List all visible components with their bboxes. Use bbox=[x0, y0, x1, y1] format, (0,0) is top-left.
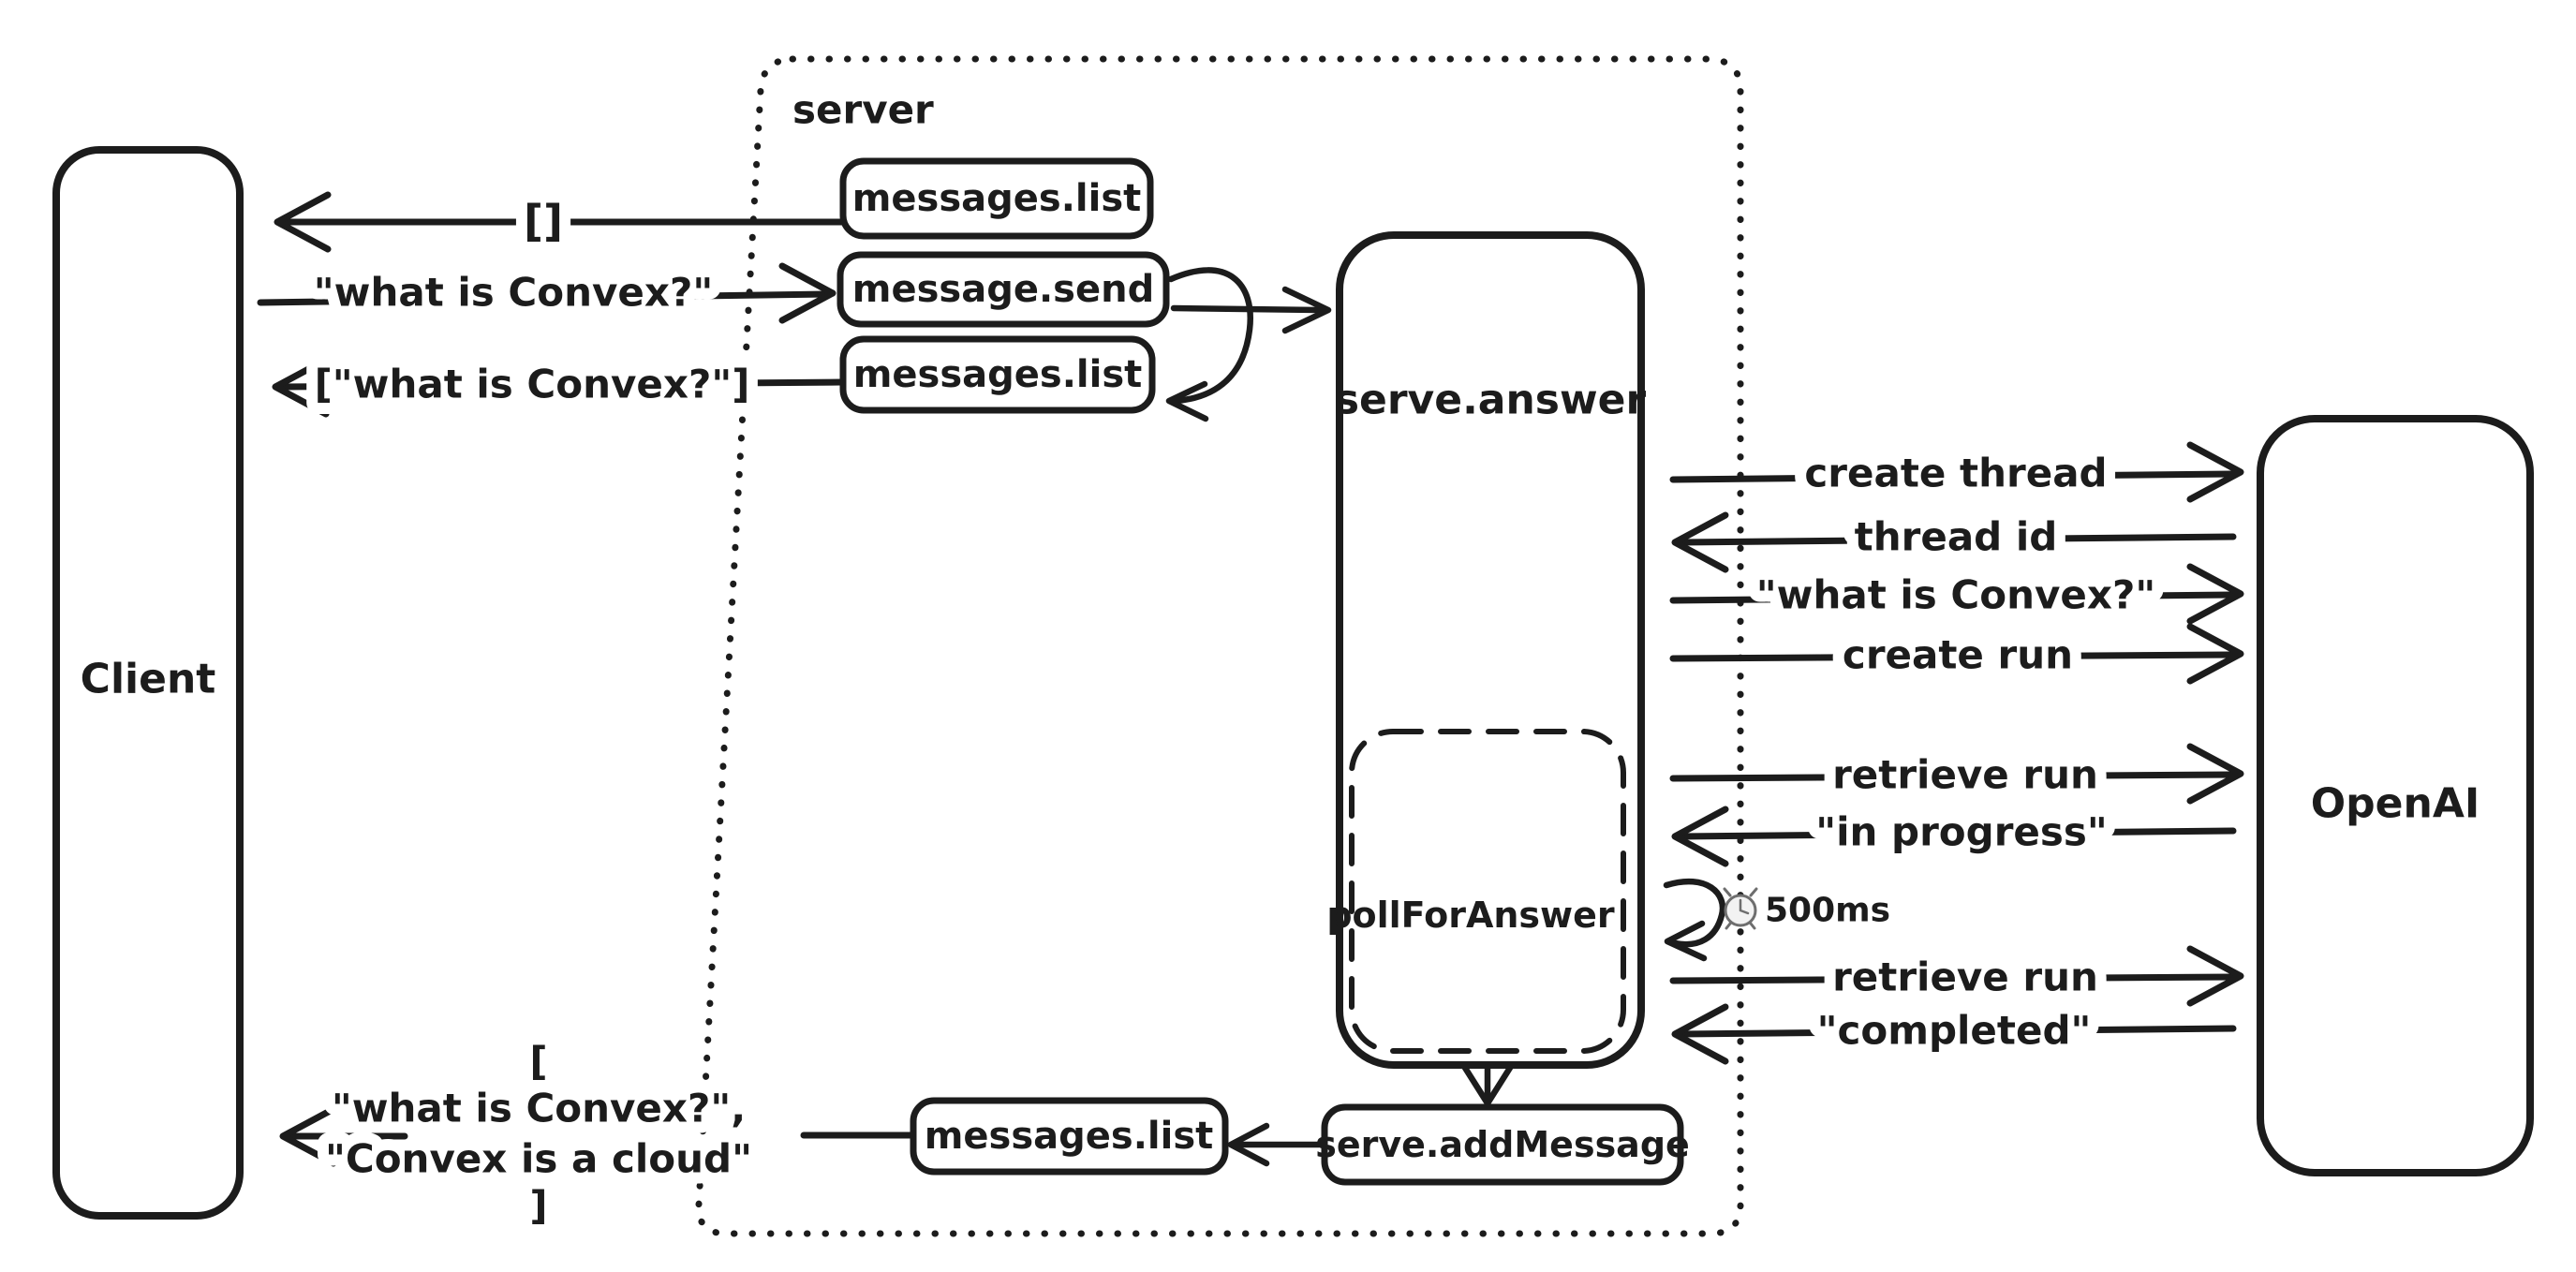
send-loop-curve bbox=[1167, 267, 1253, 405]
arrow-create-run-line bbox=[1669, 651, 2237, 662]
arrow-create-thread-line bbox=[1669, 470, 2237, 483]
arrow-left-head bbox=[1671, 1003, 1729, 1065]
arrow-right-head bbox=[2186, 945, 2244, 1007]
message-send-node: message.send bbox=[836, 251, 1170, 328]
poll-interval-label: 500ms bbox=[1765, 892, 1890, 930]
arrow-completed: "completed" bbox=[1671, 997, 2237, 1065]
arrow-in-progress: "in progress" bbox=[1671, 798, 2237, 867]
arrow-left-head bbox=[279, 1105, 337, 1167]
arrow-left-head bbox=[272, 356, 330, 418]
arrow-completed-label: "completed" bbox=[1817, 1008, 2092, 1054]
arrow-answer-to-add-message bbox=[1461, 1064, 1514, 1107]
messages-list-top-label: messages.list bbox=[852, 177, 1142, 220]
arrow-left-head bbox=[1671, 806, 1729, 867]
arrow-right-head bbox=[2186, 563, 2244, 625]
arrow-thread-id-label: thread id bbox=[1855, 514, 2058, 560]
arrow-create-run: create run bbox=[1669, 621, 2244, 689]
arrow-left-head bbox=[1227, 1122, 1270, 1167]
arrow-left-head bbox=[1671, 511, 1729, 573]
client-label: Client bbox=[81, 656, 216, 703]
client-box bbox=[52, 146, 244, 1220]
arrow-left-head bbox=[1664, 920, 1708, 962]
arrow-left-head bbox=[1165, 380, 1209, 422]
schedule-line bbox=[1170, 304, 1325, 314]
final-list-close-bracket: ] bbox=[529, 1183, 547, 1229]
arrow-schedule-serve-answer bbox=[1170, 286, 1332, 334]
server-group: server bbox=[695, 55, 1744, 1237]
arrow-user-question-line bbox=[257, 290, 831, 306]
alarm-clock-feet bbox=[1725, 922, 1756, 930]
arrow-create-thread: create thread bbox=[1669, 439, 2244, 508]
message-send-label: message.send bbox=[852, 268, 1154, 311]
serve-add-message-label: serve.addMessage bbox=[1315, 1124, 1690, 1165]
arrow-thread-id-line bbox=[1677, 533, 2237, 546]
messages-list-top-node: messages.list bbox=[839, 157, 1154, 240]
arrow-create-run-label: create run bbox=[1843, 632, 2073, 678]
openai-label: OpenAI bbox=[2311, 780, 2480, 828]
final-list-open-bracket: [ bbox=[529, 1039, 547, 1085]
arrow-left-head bbox=[274, 191, 332, 253]
arrow-in-progress-label: "in progress" bbox=[1815, 809, 2108, 855]
server-group-label: server bbox=[792, 87, 934, 133]
arrow-right-head bbox=[2186, 743, 2244, 805]
arrow-right-head bbox=[1281, 286, 1332, 334]
arrow-user-question: "what is Convex?" bbox=[257, 259, 836, 327]
alarm-clock-hands bbox=[1739, 898, 1750, 915]
openai-box bbox=[2257, 415, 2534, 1176]
arrow-retrieve-run-second-line bbox=[1669, 973, 2237, 984]
messages-list-bottom-node: messages.list bbox=[910, 1097, 1229, 1176]
arrow-retrieve-run-first: retrieve run bbox=[1669, 741, 2244, 809]
messages-list-bottom-label: messages.list bbox=[925, 1115, 1214, 1158]
serve-add-message-node: serve.addMessage bbox=[1315, 1103, 1690, 1186]
arrow-right-head bbox=[2186, 441, 2244, 503]
server-group-border bbox=[695, 55, 1744, 1237]
poll-for-answer-label: pollForAnswer bbox=[1326, 895, 1615, 936]
message-send-box bbox=[836, 251, 1170, 328]
arrow-question-list-label: ["what is Convex?"] bbox=[315, 362, 750, 407]
arrow-final-response: [ "what is Convex?", "Convex is a cloud"… bbox=[279, 1028, 915, 1240]
arrow-add-message-to-list bbox=[1227, 1122, 1323, 1167]
arrow-retrieve-run-second-label: retrieve run bbox=[1832, 954, 2098, 1000]
alarm-clock-bells bbox=[1723, 887, 1758, 897]
arrow-question-list-line bbox=[277, 378, 845, 391]
arrow-down-head bbox=[1461, 1064, 1514, 1107]
arrow-right-head bbox=[2186, 623, 2244, 685]
arrow-send-to-list-loop bbox=[1165, 267, 1253, 422]
serve-answer-label: serve.answer bbox=[1335, 377, 1647, 424]
arrow-send-question: "what is Convex?" bbox=[1669, 561, 2244, 629]
arrow-right-head bbox=[778, 262, 836, 324]
arrow-retrieve-run-first-line bbox=[1669, 771, 2237, 782]
serve-add-message-box bbox=[1321, 1103, 1684, 1186]
messages-list-top-box bbox=[839, 157, 1154, 240]
arrow-send-question-label: "what is Convex?" bbox=[1756, 572, 2155, 618]
serve-answer-node: serve.answer pollForAnswer bbox=[1326, 231, 1647, 1069]
arrow-empty-list: [] bbox=[274, 185, 847, 258]
messages-list-mid-label: messages.list bbox=[853, 353, 1143, 396]
arrow-retrieve-run-second: retrieve run bbox=[1669, 943, 2244, 1012]
arrow-in-progress-line bbox=[1677, 827, 2237, 840]
arrow-retrieve-run-first-label: retrieve run bbox=[1832, 752, 2098, 798]
alarm-clock-icon bbox=[1723, 887, 1758, 930]
arrow-user-question-label: "what is Convex?" bbox=[314, 270, 713, 316]
arrow-empty-list-label: [] bbox=[524, 196, 563, 246]
arrow-thread-id: thread id bbox=[1671, 503, 2237, 573]
openai-node: OpenAI bbox=[2257, 415, 2534, 1176]
final-list-question: "what is Convex?", bbox=[332, 1086, 746, 1131]
messages-list-mid-box bbox=[839, 335, 1156, 414]
final-list-answer: "Convex is a cloud" bbox=[325, 1136, 752, 1182]
poll-for-answer-box bbox=[1349, 729, 1626, 1054]
arrow-create-thread-label: create thread bbox=[1804, 451, 2107, 496]
messages-list-mid-node: messages.list bbox=[839, 335, 1156, 414]
arrow-question-list: ["what is Convex?"] bbox=[272, 350, 845, 419]
poll-loop: 500ms bbox=[1663, 878, 1890, 962]
serve-answer-box bbox=[1336, 231, 1645, 1069]
arrow-send-question-line bbox=[1669, 591, 2237, 604]
arrow-completed-line bbox=[1677, 1025, 2237, 1038]
client-node: Client bbox=[52, 146, 244, 1220]
poll-loop-curve bbox=[1663, 878, 1726, 948]
